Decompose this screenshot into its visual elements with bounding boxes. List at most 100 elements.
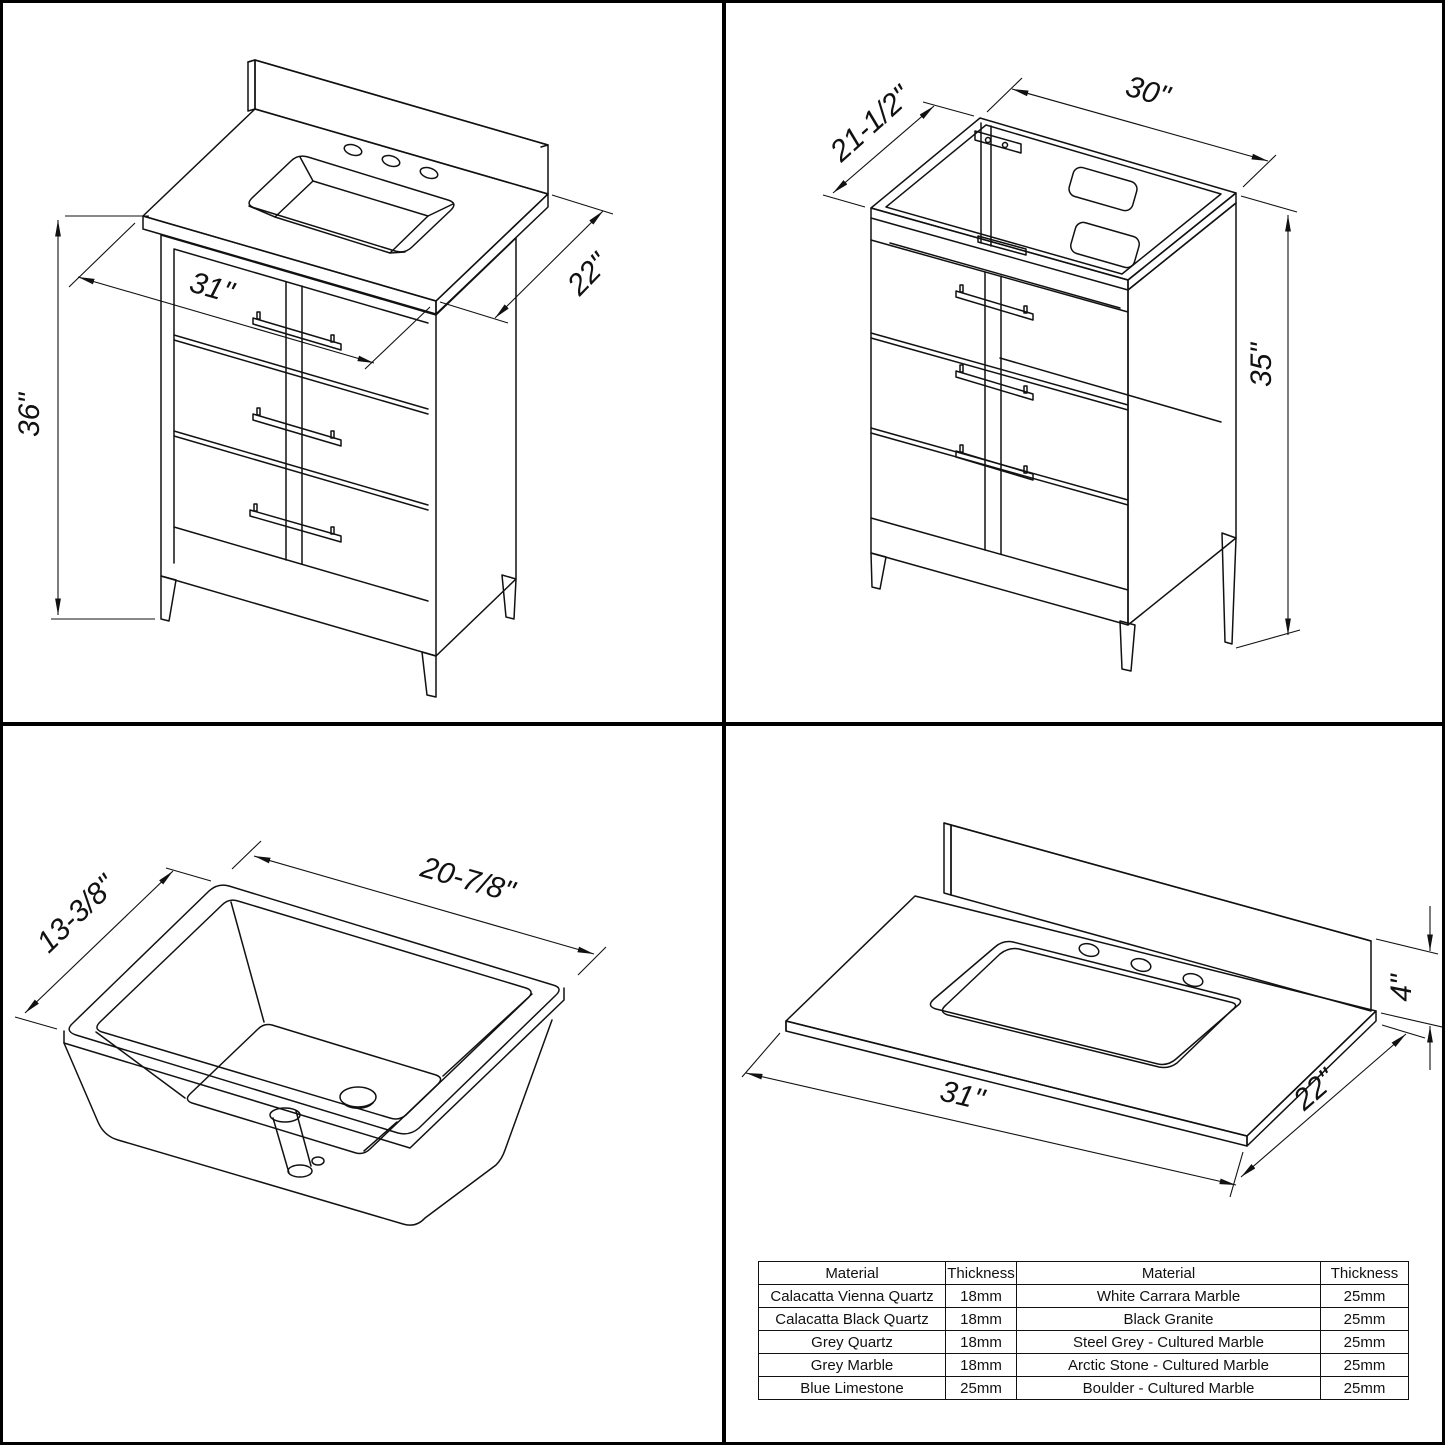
col-header-material-2: Material bbox=[1016, 1261, 1321, 1285]
leg bbox=[501, 574, 517, 620]
dimensions bbox=[741, 906, 1442, 1198]
bowl-shell bbox=[63, 1019, 553, 1226]
countertop-drawing bbox=[785, 822, 1377, 1147]
material-cell: Grey Quartz bbox=[758, 1330, 946, 1354]
view-cabinet-open-top: 21-1/2" 30" 35" bbox=[822, 70, 1301, 672]
sink-opening bbox=[248, 155, 455, 253]
material-cell: Grey Marble bbox=[758, 1353, 946, 1377]
height-dim-label: 36" bbox=[13, 392, 46, 437]
thickness-cell: 25mm bbox=[945, 1376, 1017, 1400]
plumbing-cutout bbox=[1070, 221, 1140, 269]
faucet-hole bbox=[381, 154, 401, 168]
dim-line-width bbox=[745, 1072, 1237, 1186]
table-row: Calacatta Black Quartz 18mm Black Granit… bbox=[758, 1307, 1409, 1331]
width-dim-label: 30" bbox=[1122, 70, 1175, 114]
material-cell: Calacatta Black Quartz bbox=[758, 1307, 946, 1331]
drawer-divider bbox=[173, 334, 429, 415]
depth-dim-label: 13-3/8" bbox=[31, 868, 124, 959]
sink-drawing bbox=[63, 884, 565, 1226]
dim-line-width bbox=[253, 855, 595, 955]
drawer-handle bbox=[955, 450, 1034, 481]
countertop-top bbox=[785, 895, 1377, 1137]
faucet-hole bbox=[1130, 957, 1152, 973]
view-vanity-front: 36" 31" 22" bbox=[13, 59, 616, 698]
material-cell: Boulder - Cultured Marble bbox=[1016, 1376, 1321, 1400]
materials-table: Material Thickness Material Thickness Ca… bbox=[758, 1261, 1409, 1400]
thickness-cell: 18mm bbox=[945, 1330, 1017, 1354]
dim-line-depth bbox=[24, 870, 174, 1014]
drain-hole bbox=[339, 1086, 377, 1108]
thickness-cell: 25mm bbox=[1320, 1353, 1409, 1377]
thickness-cell: 18mm bbox=[945, 1307, 1017, 1331]
quadrant-divider-horizontal bbox=[3, 722, 1442, 726]
center-stile bbox=[984, 271, 1002, 555]
leg bbox=[160, 575, 177, 622]
thickness-cell: 25mm bbox=[1320, 1330, 1409, 1354]
col-header-thickness-1: Thickness bbox=[945, 1261, 1017, 1285]
material-cell: Calacatta Vienna Quartz bbox=[758, 1284, 946, 1308]
dim-line-depth bbox=[494, 210, 604, 319]
corner-bracket bbox=[974, 130, 1022, 154]
backsplash bbox=[254, 59, 549, 195]
sink-rim-outer bbox=[68, 884, 560, 1135]
depth-dim-label: 22" bbox=[560, 246, 616, 302]
view-sink-bowl: 13-3/8" 20-7/8" bbox=[14, 840, 607, 1226]
leg bbox=[1119, 620, 1136, 672]
table-row: Grey Quartz 18mm Steel Grey - Cultured M… bbox=[758, 1330, 1409, 1354]
drain-pipe-end bbox=[287, 1164, 313, 1178]
vanity-drawing bbox=[142, 59, 549, 698]
faucet-hole bbox=[1182, 972, 1204, 988]
thickness-cell: 18mm bbox=[945, 1353, 1017, 1377]
col-header-material-1: Material bbox=[758, 1261, 946, 1285]
dimensions bbox=[822, 77, 1301, 649]
drawer-divider bbox=[173, 430, 429, 511]
top-rim-inner bbox=[885, 124, 1222, 275]
table-row: Calacatta Vienna Quartz 18mm White Carra… bbox=[758, 1284, 1409, 1308]
sink-cutout bbox=[929, 940, 1242, 1066]
drawer-handle bbox=[252, 317, 342, 351]
plumbing-cutout bbox=[1068, 166, 1138, 212]
material-cell: Arctic Stone - Cultured Marble bbox=[1016, 1353, 1321, 1377]
dim-line-depth bbox=[832, 105, 935, 194]
thickness-cell: 25mm bbox=[1320, 1307, 1409, 1331]
dim-line-depth bbox=[1240, 1033, 1407, 1178]
dim-line-width bbox=[77, 276, 375, 364]
sink-rim-inner bbox=[96, 899, 532, 1120]
table-row: Grey Marble 18mm Arctic Stone - Cultured… bbox=[758, 1353, 1409, 1377]
drawer-divider bbox=[870, 427, 1129, 506]
leg bbox=[870, 552, 887, 590]
cabinet-side bbox=[435, 237, 517, 657]
drawer-handle bbox=[249, 509, 342, 543]
backsplash bbox=[950, 824, 1372, 1012]
dim-line-width bbox=[1011, 88, 1269, 162]
back-post bbox=[980, 122, 992, 247]
dimensions bbox=[51, 194, 614, 620]
material-cell: Black Granite bbox=[1016, 1307, 1321, 1331]
material-cell: Steel Grey - Cultured Marble bbox=[1016, 1330, 1321, 1354]
backsplash-height-dim-label: 4" bbox=[1385, 973, 1418, 1002]
material-cell: Blue Limestone bbox=[758, 1376, 946, 1400]
depth-dim-label: 22" bbox=[1287, 1062, 1344, 1117]
thickness-cell: 25mm bbox=[1320, 1284, 1409, 1308]
drawer-divider bbox=[870, 332, 1129, 411]
width-dim-label: 31" bbox=[186, 266, 239, 310]
faucet-hole bbox=[1078, 942, 1100, 958]
col-header-thickness-2: Thickness bbox=[1320, 1261, 1409, 1285]
basin-bottom bbox=[186, 1023, 442, 1155]
width-dim-label: 20-7/8" bbox=[416, 851, 519, 910]
leg bbox=[1221, 532, 1237, 645]
material-cell: White Carrara Marble bbox=[1016, 1284, 1321, 1308]
cabinet-drawing bbox=[870, 117, 1237, 672]
faucet-hole bbox=[419, 166, 439, 180]
depth-dim-label: 21-1/2" bbox=[823, 79, 918, 169]
drawer-handle bbox=[252, 413, 342, 447]
drawer-handle bbox=[955, 290, 1034, 321]
table-header-row: Material Thickness Material Thickness bbox=[758, 1261, 1409, 1285]
dimensions bbox=[14, 840, 607, 1030]
thickness-cell: 18mm bbox=[945, 1284, 1017, 1308]
leg bbox=[421, 651, 437, 698]
drain-flange bbox=[269, 1107, 301, 1123]
drawer-handle bbox=[955, 370, 1034, 401]
thickness-cell: 25mm bbox=[1320, 1376, 1409, 1400]
